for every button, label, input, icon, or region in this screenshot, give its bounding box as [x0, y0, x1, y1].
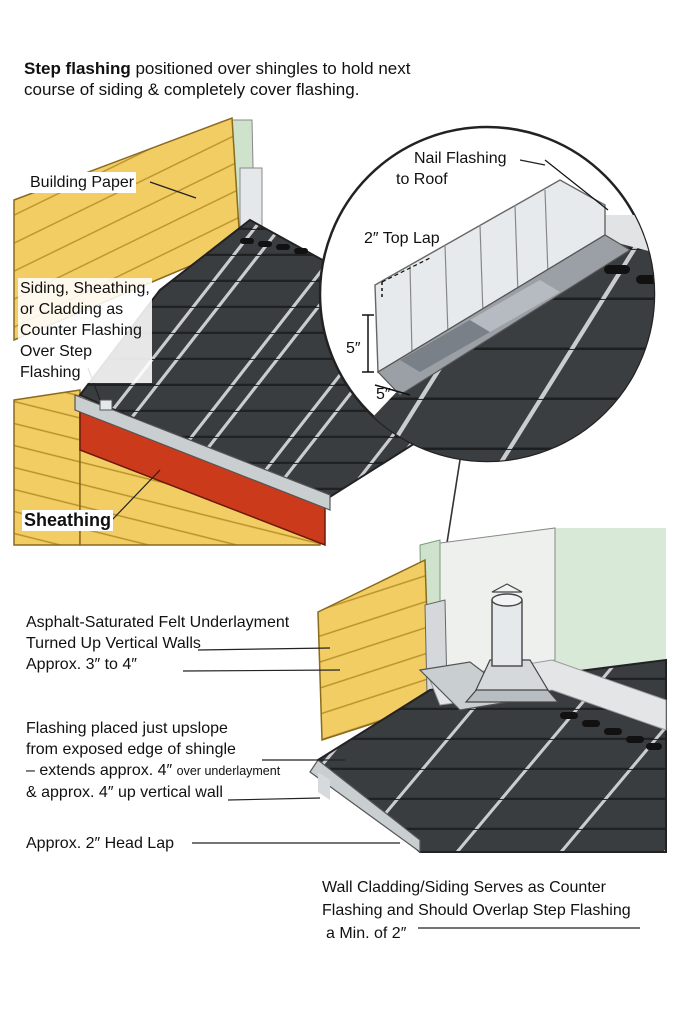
label-dim-vertical: 5″ — [346, 340, 361, 357]
label-dim-horizontal: 5″ — [376, 386, 391, 403]
flashing-line-4a: & approx. 4″ — [26, 784, 118, 801]
flashing-line-3b: over underlayment — [176, 764, 281, 778]
felt-line-3: Approx. 3″ to 4″ — [26, 656, 137, 673]
flashing-line-4b: up vertical wall — [117, 784, 223, 801]
label-building-paper: Building Paper — [28, 172, 137, 193]
wall-cladding-line-1: Wall Cladding/Siding Serves as Counter — [322, 879, 606, 896]
flashing-line-2: from exposed edge of shingle — [26, 741, 236, 758]
label-sheathing: Sheathing — [22, 510, 114, 531]
felt-line-2: Turned Up Vertical Walls — [26, 635, 201, 652]
bottom-vent-slots — [560, 712, 662, 750]
title-rest: positioned over shingles to hold next — [130, 59, 411, 78]
flashing-line-3: – extends approx. 4″ over underlayment — [26, 760, 280, 782]
diagram-title: Step flashing positioned over shingles t… — [24, 58, 410, 100]
label-top-lap: 2″ Top Lap — [364, 230, 440, 247]
ridge-vent-slots — [240, 238, 308, 254]
siding-line-1: Siding, Sheathing, — [18, 278, 152, 299]
label-head-lap: Approx. 2″ Head Lap — [26, 835, 174, 852]
siding-line-3: Counter Flashing — [18, 320, 152, 341]
label-wall-cladding: Wall Cladding/Siding Serves as Counter F… — [322, 876, 631, 945]
felt-line-1: Asphalt-Saturated Felt Underlayment — [26, 614, 290, 631]
eave-flashing — [74, 394, 331, 511]
flashing-line-1: Flashing placed just upslope — [26, 720, 228, 737]
title-bold: Step flashing — [24, 59, 131, 78]
flashing-line-3a: – extends approx. 4″ — [26, 762, 177, 779]
leader-lines — [87, 159, 640, 929]
bottom-illustration — [309, 527, 667, 854]
nail-flashing-line-1: Nail Flashing — [414, 150, 507, 167]
label-siding-counter-flashing: Siding, Sheathing, or Cladding as Counte… — [18, 278, 152, 383]
wall-cladding-line-2: Flashing and Should Overlap Step Flashin… — [322, 902, 631, 919]
siding-line-5: Flashing — [18, 362, 152, 383]
vent-pipe — [464, 583, 560, 703]
nail-flashing-line-2: to Roof — [396, 171, 448, 188]
wall-cladding-line-3: a Min. of 2″ — [326, 925, 407, 942]
label-flashing-placed: Flashing placed just upslope from expose… — [26, 718, 280, 803]
siding-line-2: or Cladding as — [18, 299, 152, 320]
flashing-line-4: & approx. 4″ up vertical wall — [26, 782, 280, 803]
label-nail-flashing: Nail Flashing to Roof — [396, 148, 506, 190]
title-line2: course of siding & completely cover flas… — [24, 80, 360, 99]
siding-line-4: Over Step — [18, 341, 152, 362]
label-felt-underlayment: Asphalt-Saturated Felt Underlayment Turn… — [26, 612, 289, 675]
zoom-detail — [318, 125, 656, 463]
